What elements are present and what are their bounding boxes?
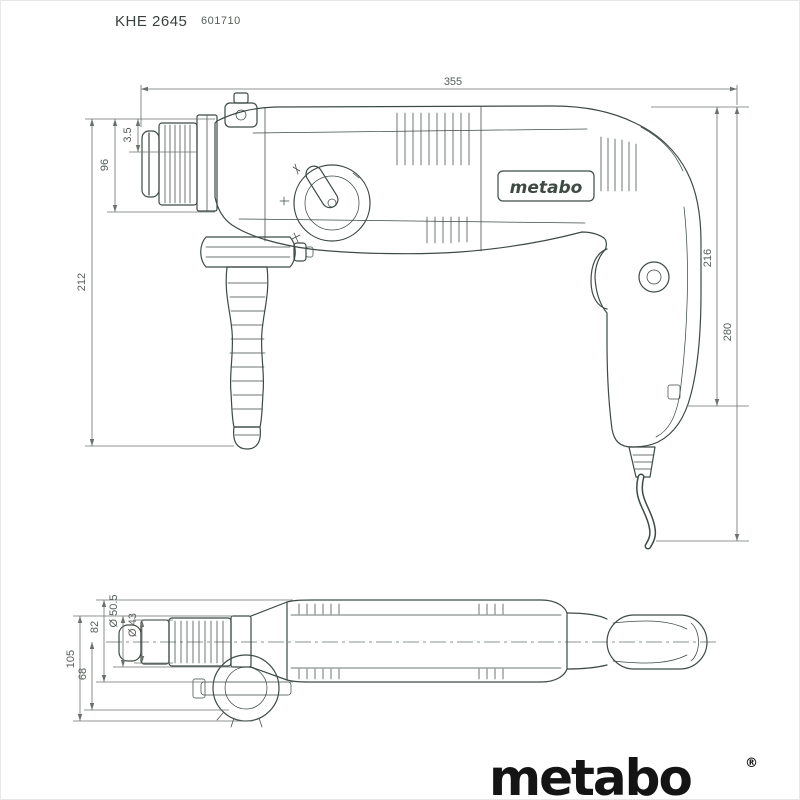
top-view (106, 599, 716, 728)
side-view: metabo (141, 92, 702, 550)
dim-chuck-diameter: Ø 43 (127, 613, 139, 637)
depth-stop-clamp (224, 92, 258, 128)
lock-button (638, 261, 670, 293)
housing-details (238, 106, 688, 438)
dim-chuck-height: 96 (99, 159, 111, 171)
dimensions-top-view: 105 68 82 Ø 50.5 Ø 43 (65, 594, 293, 722)
vent-slits-rear (600, 136, 637, 192)
mode-symbol-icons (279, 163, 360, 243)
dim-front-height: 212 (76, 273, 88, 291)
mode-dial (293, 164, 371, 242)
housing-outline (214, 105, 702, 448)
registered-mark: ® (745, 756, 758, 771)
housing-brand-label: metabo (497, 170, 595, 202)
dim-overall-width: 105 (65, 650, 77, 668)
grip-ribs (227, 282, 268, 410)
dim-handle-offset: 68 (77, 668, 89, 680)
model-number: KHE 2645 (115, 13, 187, 30)
housing-brand-text: metabo (510, 178, 583, 198)
top-housing (286, 599, 568, 683)
article-number: 601710 (201, 15, 241, 27)
brand-wordmark: metabo ® (489, 749, 758, 800)
side-handle (200, 236, 314, 450)
vent-slits-bottom (426, 216, 468, 244)
dim-rear-height: 216 (702, 249, 714, 267)
brand-text: metabo (489, 749, 691, 800)
chuck (141, 114, 218, 212)
top-chuck (118, 601, 288, 681)
trigger (590, 248, 608, 310)
dimensions-side-view: 355 3.5 96 212 216 280 (76, 76, 749, 542)
vent-slits-top (396, 112, 470, 166)
dim-collar-diameter: Ø 50.5 (108, 594, 120, 627)
dim-housing-width: 82 (89, 621, 101, 633)
cord-clip (667, 384, 681, 400)
dim-tip-offset: 3.5 (122, 127, 134, 142)
dim-length: 355 (444, 76, 462, 88)
top-handle (566, 612, 708, 670)
dim-total-height: 280 (722, 323, 734, 341)
power-cord (628, 446, 657, 550)
